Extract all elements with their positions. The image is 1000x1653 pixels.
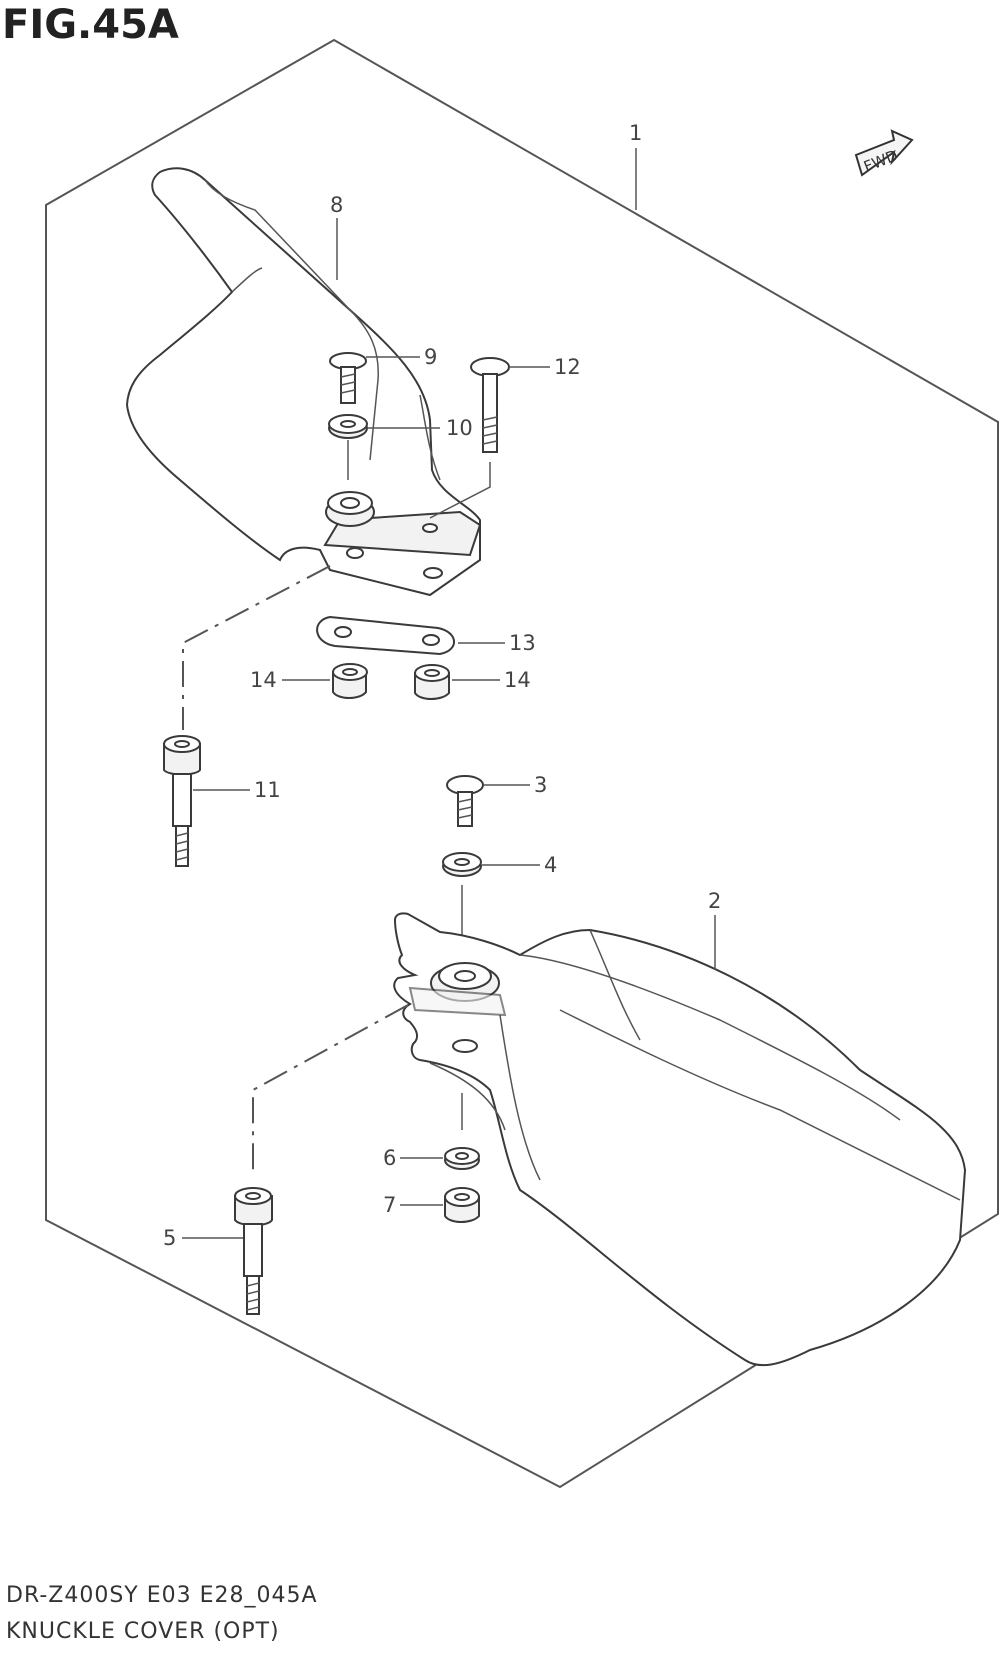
axis-line-12 [429, 462, 491, 519]
fwd-arrow-icon: FWD [854, 129, 914, 177]
kit-boundary-outline [45, 38, 999, 1489]
callout-12: 12 [554, 355, 581, 379]
callout-4: 4 [544, 853, 557, 877]
callout-14-left: 14 [250, 668, 277, 692]
part-12-screw [470, 357, 510, 453]
axis-line-11 [182, 565, 331, 730]
part-5-bolt [234, 1187, 273, 1315]
axis-line-5 [252, 1004, 409, 1175]
part-4-washer [442, 852, 482, 877]
part-13-plate [316, 615, 455, 656]
part-3-screw [446, 775, 484, 827]
callout-8: 8 [330, 193, 343, 217]
part-14-nut-right [414, 664, 450, 700]
callout-14-right: 14 [504, 668, 531, 692]
callout-1: 1 [629, 121, 642, 145]
callout-9: 9 [424, 345, 437, 369]
part-9-screw [329, 352, 367, 404]
model-code: DR-Z400SY E03 E28_045A [6, 1583, 318, 1608]
callout-7: 7 [383, 1193, 396, 1217]
figure-description: KNUCKLE COVER (OPT) [6, 1619, 280, 1644]
part-11-bolt [163, 735, 201, 867]
callout-5: 5 [163, 1226, 176, 1250]
part-10-washer [328, 414, 368, 439]
part-8-knuckle-cover-left [125, 167, 482, 597]
callout-13: 13 [509, 631, 536, 655]
part-14-nut-left [332, 663, 368, 699]
callout-3: 3 [534, 773, 547, 797]
figure-title: FIG.45A [2, 2, 179, 48]
callout-2: 2 [708, 889, 721, 913]
callout-11: 11 [254, 778, 281, 802]
part-7-nut [444, 1187, 480, 1223]
callout-10: 10 [446, 416, 473, 440]
part-2-knuckle-cover-right [393, 912, 967, 1367]
callout-6: 6 [383, 1146, 396, 1170]
part-6-washer [444, 1147, 480, 1170]
